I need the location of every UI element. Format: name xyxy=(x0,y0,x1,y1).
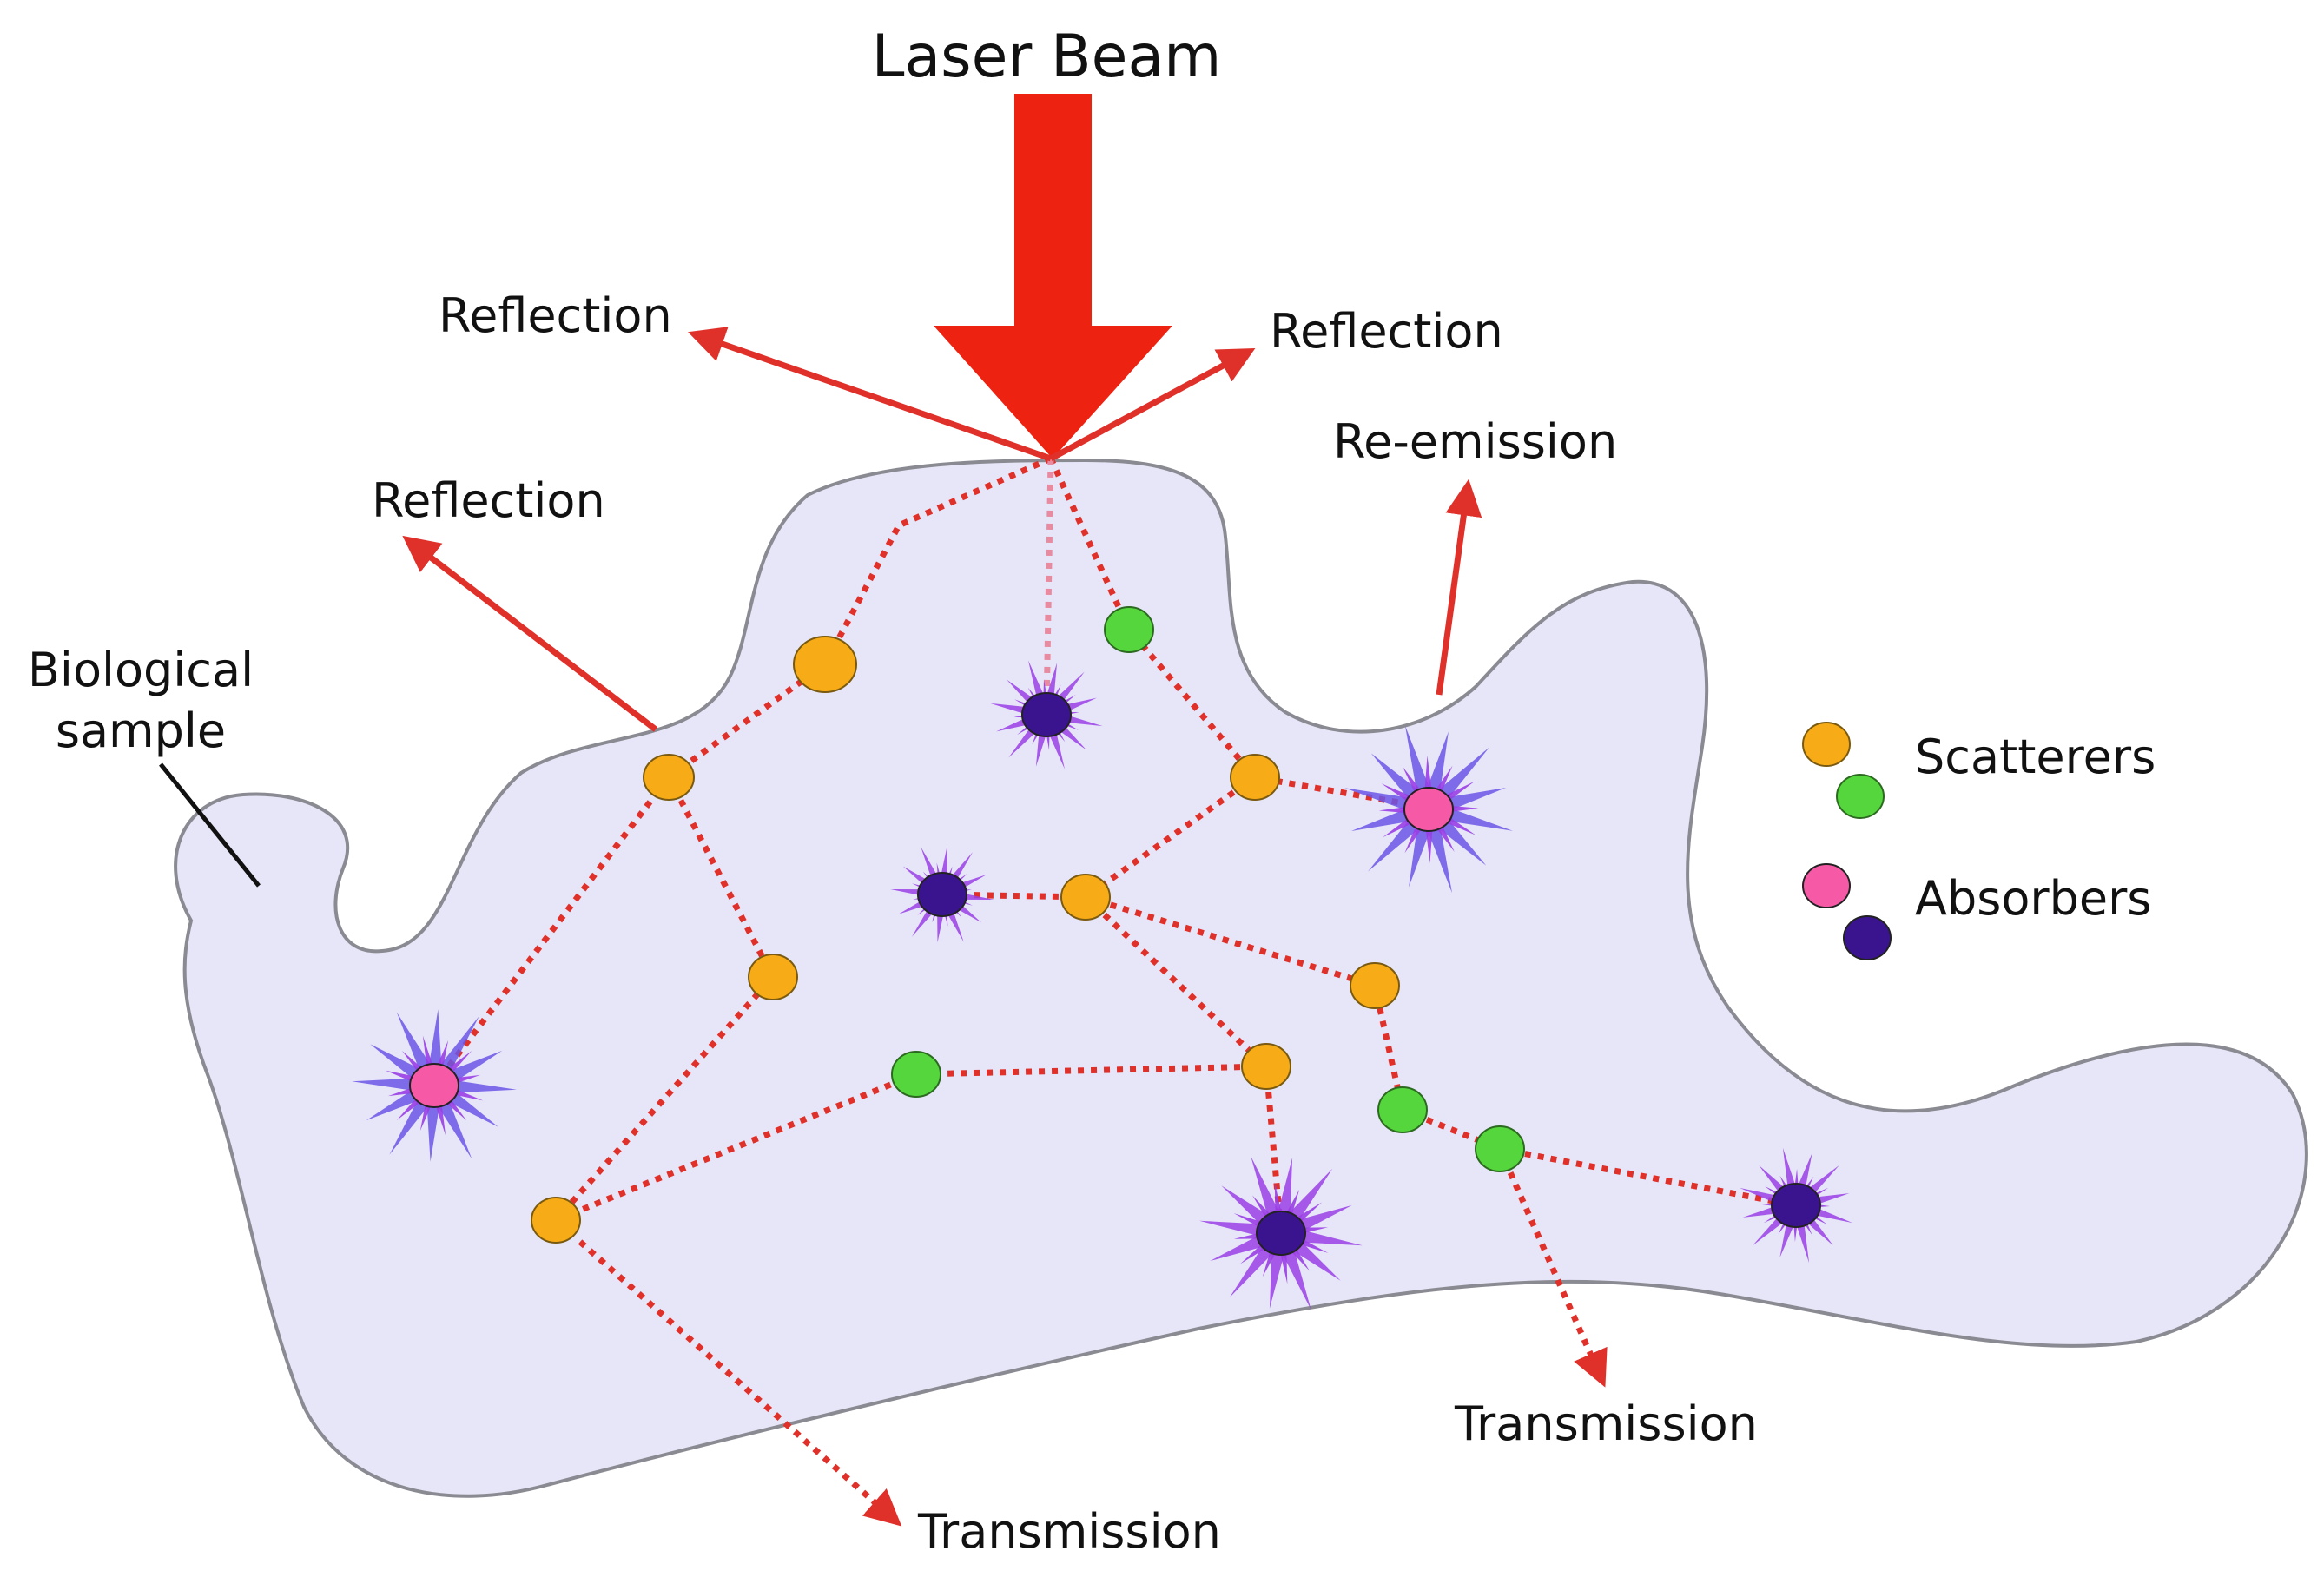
reflection-label-right: Reflection xyxy=(1270,304,1503,359)
absorber-indigo xyxy=(917,872,967,917)
re-emission-label: Re-emission xyxy=(1333,414,1617,469)
absorber-cores xyxy=(409,692,1821,1256)
transmission-arrow-left xyxy=(578,1239,902,1527)
scatterer-orange xyxy=(748,954,798,1000)
absorber-indigo xyxy=(1771,1183,1821,1228)
legend-scatterers-label: Scatterers xyxy=(1915,729,2156,784)
scatterer-orange xyxy=(793,636,857,693)
scatterer-orange xyxy=(1060,874,1111,921)
legend-absorber-pink-swatch xyxy=(1802,863,1851,908)
biological-sample-shape xyxy=(174,458,2308,1498)
absorber-indigo xyxy=(1256,1211,1306,1256)
scatterers-orange xyxy=(531,636,1400,1244)
reflection-arrow-right xyxy=(1049,348,1256,462)
path-center-web xyxy=(941,775,1258,901)
sample-pointer-line xyxy=(159,762,261,888)
scatterer-green xyxy=(1475,1125,1525,1172)
reflection-arrow-far-left xyxy=(402,535,658,732)
absorber-pink xyxy=(1403,787,1454,832)
legend: Scatterers Absorbers xyxy=(1802,722,2156,960)
legend-absorber-indigo-swatch xyxy=(1843,915,1892,960)
absorber-pink xyxy=(409,1063,459,1108)
reflection-arrow-left xyxy=(688,327,1053,462)
transmission-label-left: Transmission xyxy=(917,1504,1221,1559)
path-vertical-absorber xyxy=(1043,458,1054,713)
exit-arrows xyxy=(402,327,1608,1527)
scatterer-green xyxy=(1377,1086,1428,1133)
laser-beam-arrow xyxy=(934,94,1172,459)
reflection-label-left: Reflection xyxy=(439,288,672,343)
biological-sample-label-line1: Biological xyxy=(28,643,254,697)
transmission-arrow-right xyxy=(1496,1147,1608,1388)
scatterer-orange xyxy=(531,1197,581,1244)
legend-scatterer-green-swatch xyxy=(1836,774,1885,819)
scatterers-green xyxy=(891,606,1525,1172)
reflection-label-far-left: Reflection xyxy=(372,473,605,528)
absorber-indigo xyxy=(1021,692,1072,737)
biological-sample-label-line2: sample xyxy=(56,703,226,758)
re-emission-arrow xyxy=(1436,478,1482,696)
scatterer-orange xyxy=(1241,1043,1291,1090)
scatterer-orange xyxy=(1230,754,1280,801)
legend-scatterer-orange-swatch xyxy=(1802,722,1851,767)
path-right-branch xyxy=(1047,457,1429,811)
scatterer-green xyxy=(1104,606,1154,653)
scatterer-green xyxy=(891,1051,941,1098)
transmission-label-right: Transmission xyxy=(1454,1396,1758,1451)
scatterer-orange xyxy=(643,754,695,801)
scatterer-orange xyxy=(1350,962,1400,1009)
legend-absorbers-label: Absorbers xyxy=(1915,871,2151,926)
laser-beam-label: Laser Beam xyxy=(872,23,1222,91)
